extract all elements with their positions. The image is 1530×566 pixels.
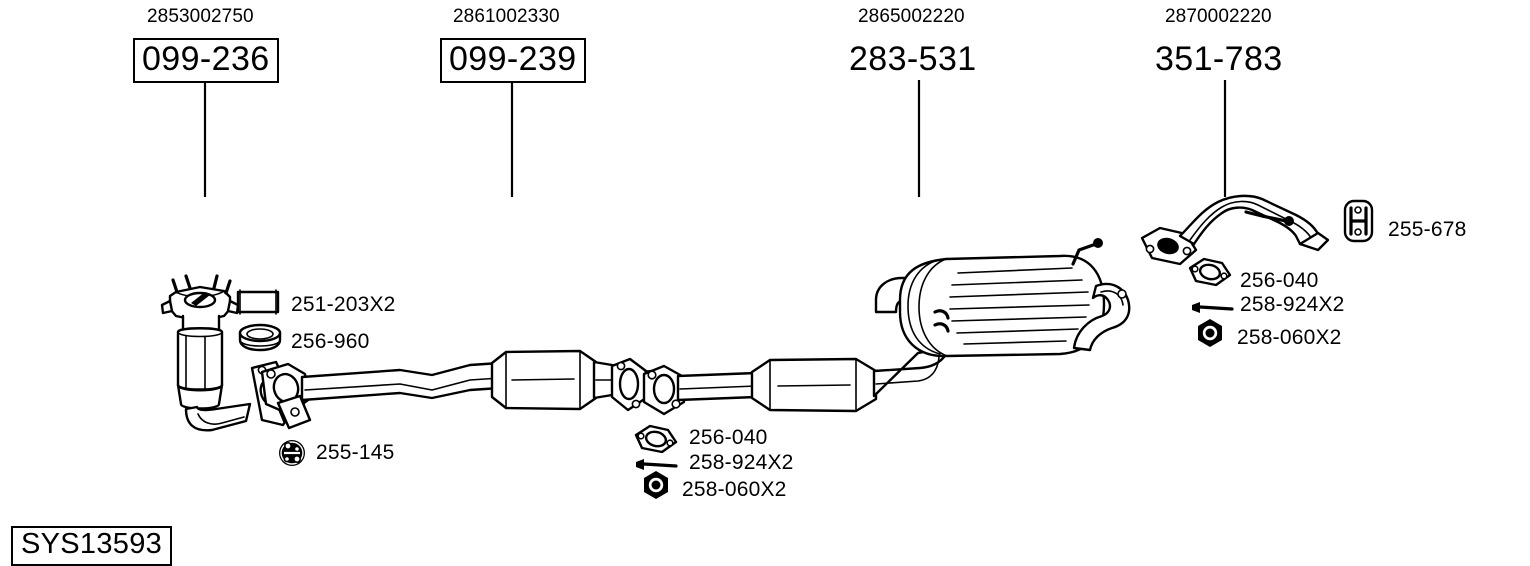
ref-label-258-060X2-middle: 258-060X2 (682, 478, 787, 501)
flared-gasket-ring-icon (238, 323, 282, 352)
hex-nut-icon-middle (644, 471, 668, 499)
group-code-3: 283-531 (849, 40, 977, 78)
oval-flange-gasket-icon-rear (1188, 257, 1232, 287)
rubber-mount-icon (279, 440, 305, 466)
group-part-number-4: 2870002220 (1165, 6, 1272, 27)
rear-parts-icons (1188, 199, 1374, 347)
centre-pipe-inlet-flange (642, 364, 686, 416)
group-part-number-1: 2853002750 (147, 6, 254, 27)
front-pipe-outlet-flange (610, 357, 658, 412)
oval-flange-gasket-icon-middle (634, 424, 678, 454)
system-id-badge: SYS13593 (11, 526, 173, 566)
ref-label-255-145: 255-145 (316, 441, 395, 464)
group-code-2: 099-239 (440, 38, 586, 83)
middle-parts-icons (634, 424, 678, 499)
cat-upper-flange (160, 274, 240, 323)
group-part-number-3: 2865002220 (858, 6, 965, 27)
group-part-number-2: 2861002330 (453, 6, 560, 27)
rubber-hanger-icon (1343, 199, 1374, 243)
leader-lines (203, 80, 1227, 197)
bolt-icon-rear (1192, 302, 1234, 313)
ref-label-258-060X2-rear: 258-060X2 (1237, 326, 1342, 349)
rear-muffler-assembly (874, 238, 1131, 358)
front-resonator (490, 349, 598, 411)
cat-body (176, 327, 224, 391)
centre-silencer (750, 357, 878, 413)
bolt-icon-middle (636, 459, 678, 470)
tailpipe-assembly (1140, 194, 1330, 266)
ref-label-256-040-rear: 256-040 (1240, 269, 1319, 292)
front-pipe-resonator-assembly (260, 349, 658, 430)
group-code-4: 351-783 (1155, 40, 1283, 78)
coil-spring-icon (236, 289, 280, 315)
ref-label-256-960: 256-960 (291, 330, 370, 353)
ref-label-255-678: 255-678 (1388, 218, 1467, 241)
ref-label-256-040-middle: 256-040 (689, 426, 768, 449)
hex-nut-icon-rear (1198, 319, 1222, 347)
ref-label-258-924X2-rear: 258-924X2 (1240, 293, 1345, 316)
group-code-1: 099-236 (133, 38, 279, 83)
muffler-body (898, 254, 1106, 358)
ref-label-251-203X2: 251-203X2 (291, 293, 396, 316)
front-pipe-inlet-flange (260, 362, 310, 416)
ref-label-258-924X2-middle: 258-924X2 (689, 451, 794, 474)
